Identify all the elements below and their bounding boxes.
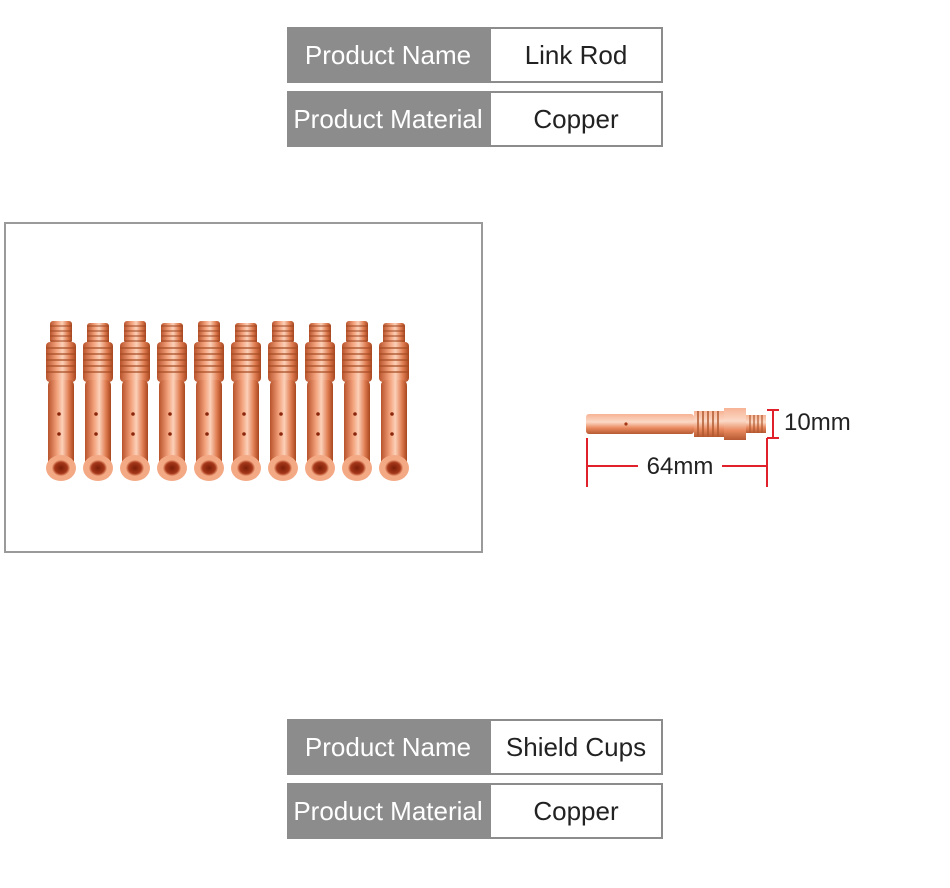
dimension-lines: [586, 409, 779, 487]
product-material-label: Product Material: [287, 783, 489, 839]
copper-tip: [379, 323, 409, 481]
spec-row-name: Product Name Shield Cups: [287, 719, 663, 775]
spec-row-name: Product Name Link Rod: [287, 27, 663, 83]
product-name-value: Link Rod: [489, 27, 663, 83]
copper-tip: [83, 323, 113, 481]
product-material-value: Copper: [489, 783, 663, 839]
product-material-label: Product Material: [287, 91, 489, 147]
copper-tip: [305, 323, 335, 481]
copper-tip: [342, 321, 372, 481]
spec-row-material: Product Material Copper: [287, 783, 663, 839]
spec-row-material: Product Material Copper: [287, 91, 663, 147]
dimension-diagram: 10mm 64mm: [586, 408, 851, 487]
copper-tips-image: [46, 321, 409, 481]
copper-tip: [46, 321, 76, 481]
copper-tip: [231, 323, 261, 481]
product-photo: [4, 222, 483, 553]
length-label: 64mm: [647, 453, 714, 480]
link-rod-icon: [586, 408, 766, 440]
copper-tip: [157, 323, 187, 481]
product-name-label: Product Name: [287, 719, 489, 775]
diameter-label: 10mm: [784, 409, 851, 436]
product-name-label: Product Name: [287, 27, 489, 83]
product-material-value: Copper: [489, 91, 663, 147]
copper-tip: [194, 321, 224, 481]
copper-tip: [268, 321, 298, 481]
copper-tip: [120, 321, 150, 481]
product-name-value: Shield Cups: [489, 719, 663, 775]
